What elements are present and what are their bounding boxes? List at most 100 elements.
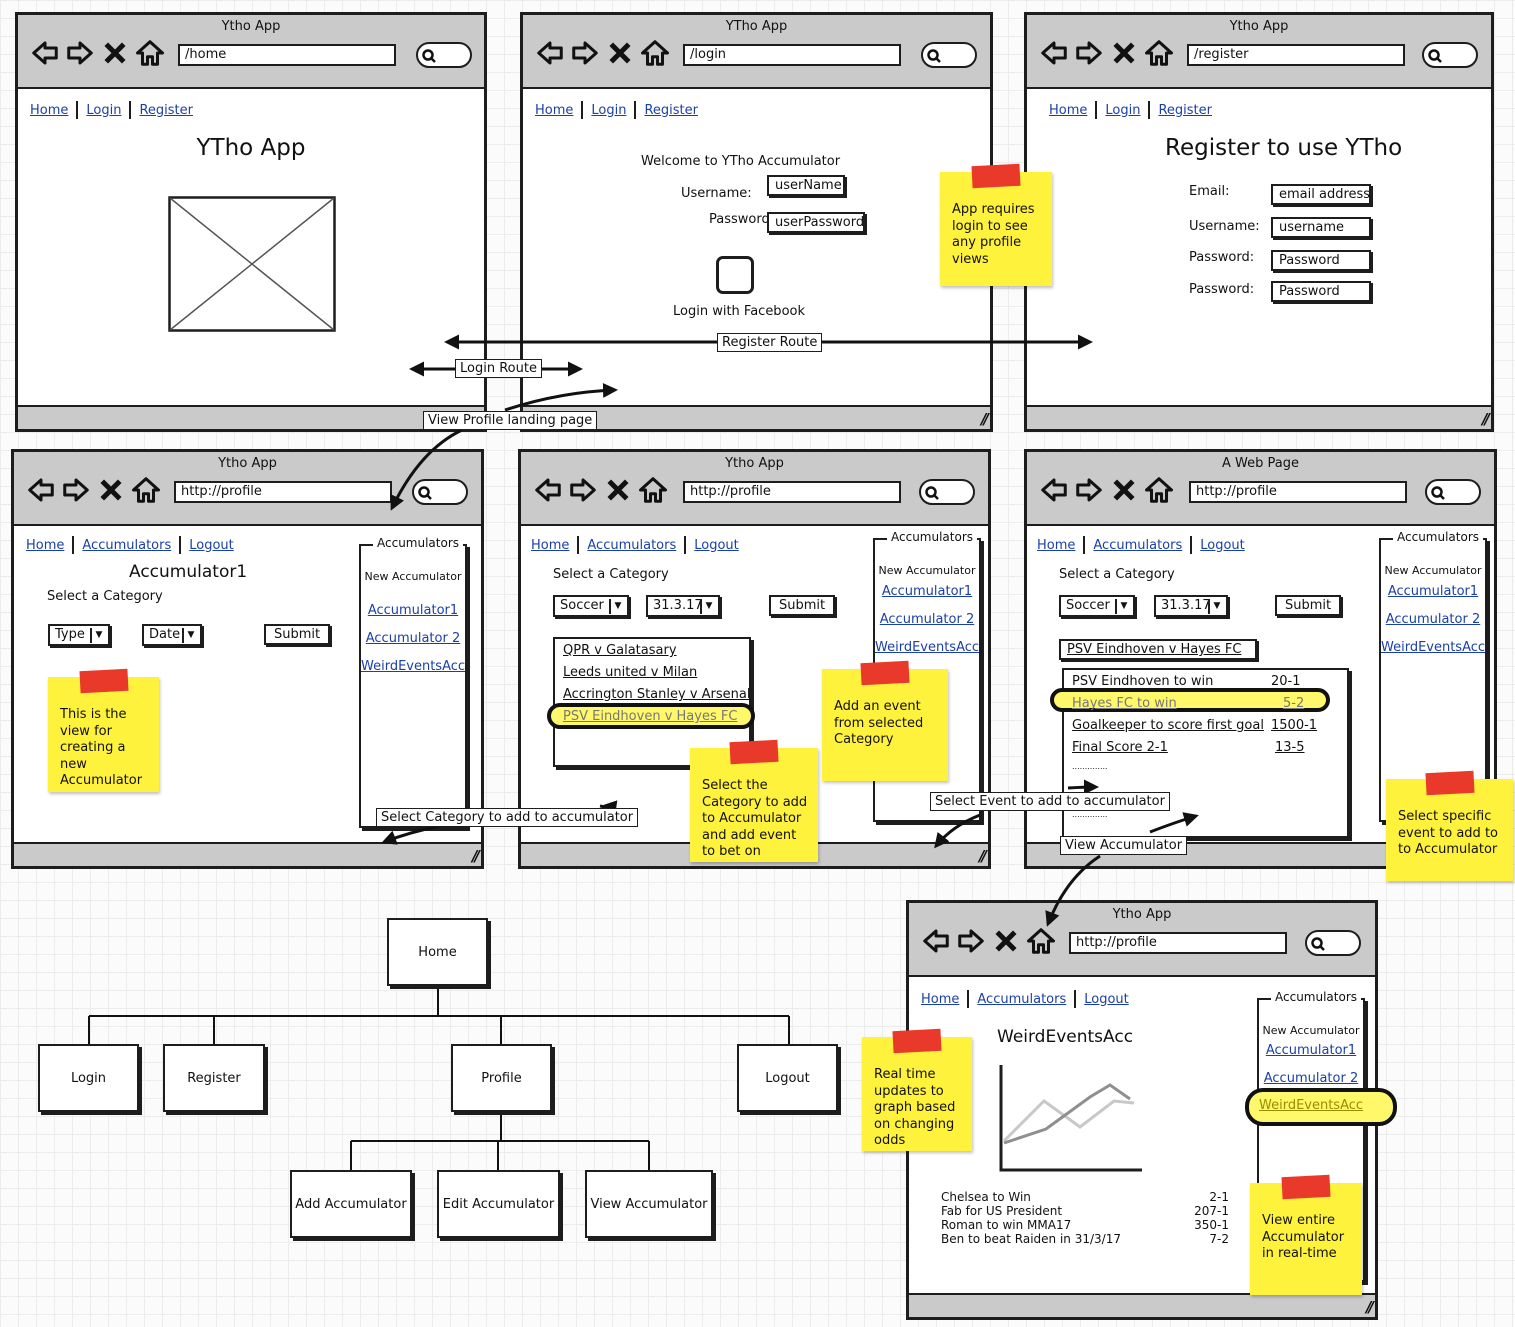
search-box[interactable]: [1305, 930, 1361, 956]
accumulator-link[interactable]: Accumulator1: [881, 584, 973, 599]
type-select[interactable]: Type▼: [48, 624, 110, 646]
nav-home-link[interactable]: Home: [26, 537, 65, 553]
resize-grip-icon[interactable]: //: [981, 410, 989, 428]
password-field[interactable]: Password: [1271, 250, 1371, 271]
submit-button[interactable]: Submit: [1275, 595, 1342, 616]
facebook-login-button[interactable]: [716, 256, 754, 294]
forward-icon[interactable]: [570, 39, 600, 67]
home-icon[interactable]: [640, 39, 670, 67]
category-select[interactable]: Soccer▼: [1059, 595, 1135, 617]
new-accumulator-link[interactable]: New Accumulator: [364, 570, 462, 583]
resize-grip-icon[interactable]: //: [472, 847, 480, 865]
back-icon[interactable]: [535, 39, 565, 67]
nav-accumulators-link[interactable]: Accumulators: [977, 991, 1067, 1007]
back-icon[interactable]: [26, 476, 56, 504]
home-icon[interactable]: [638, 476, 668, 504]
url-field[interactable]: /register: [1187, 44, 1405, 66]
stop-icon[interactable]: [100, 39, 130, 67]
url-field[interactable]: http://profile: [1069, 932, 1287, 954]
nav-accumulators-link[interactable]: Accumulators: [1093, 537, 1183, 553]
date-select[interactable]: 31.3.17▼: [1154, 595, 1228, 617]
stop-icon[interactable]: [605, 39, 635, 67]
forward-icon[interactable]: [65, 39, 95, 67]
forward-icon[interactable]: [956, 927, 986, 955]
stop-icon[interactable]: [96, 476, 126, 504]
nav-accumulators-link[interactable]: Accumulators: [82, 537, 172, 553]
accumulator-link[interactable]: WeirdEventsAcc: [875, 640, 980, 655]
forward-icon[interactable]: [61, 476, 91, 504]
date-select[interactable]: Date▼: [142, 624, 202, 646]
event-item[interactable]: Leeds united v Milan: [563, 665, 698, 680]
nav-login-link[interactable]: Login: [86, 102, 122, 118]
nav-register-link[interactable]: Register: [644, 102, 698, 118]
url-field[interactable]: http://profile: [683, 481, 901, 503]
back-icon[interactable]: [921, 927, 951, 955]
bet-item[interactable]: Goalkeeper to score first goal: [1072, 718, 1264, 733]
back-icon[interactable]: [30, 39, 60, 67]
accumulator-link[interactable]: Accumulator 2: [879, 612, 975, 627]
home-icon[interactable]: [1026, 927, 1056, 955]
nav-logout-link[interactable]: Logout: [1084, 991, 1129, 1007]
home-icon[interactable]: [1144, 39, 1174, 67]
search-box[interactable]: [1425, 479, 1481, 505]
nav-register-link[interactable]: Register: [1158, 102, 1212, 118]
new-accumulator-link[interactable]: New Accumulator: [878, 564, 976, 577]
event-item-selected[interactable]: PSV Eindhoven v Hayes FC: [563, 709, 738, 724]
nav-register-link[interactable]: Register: [139, 102, 193, 118]
accumulator-link[interactable]: Accumulator 2: [365, 631, 461, 646]
search-box[interactable]: [416, 42, 472, 68]
accumulator-link-selected[interactable]: WeirdEventsAcc: [1259, 1098, 1364, 1113]
stop-icon[interactable]: [991, 927, 1021, 955]
accumulator-link[interactable]: Accumulator1: [1387, 584, 1479, 599]
url-field[interactable]: http://profile: [1189, 481, 1407, 503]
password-field[interactable]: userPassword: [767, 212, 865, 233]
stop-icon[interactable]: [603, 476, 633, 504]
resize-grip-icon[interactable]: //: [979, 847, 987, 865]
forward-icon[interactable]: [1074, 476, 1104, 504]
nav-logout-link[interactable]: Logout: [694, 537, 739, 553]
event-item[interactable]: Accrington Stanley v Arsenal: [563, 687, 751, 702]
category-select[interactable]: Soccer▼: [553, 595, 629, 617]
back-icon[interactable]: [533, 476, 563, 504]
bet-item[interactable]: Final Score 2-1: [1072, 740, 1168, 755]
bet-item[interactable]: PSV Eindhoven to win: [1072, 674, 1214, 689]
forward-icon[interactable]: [1074, 39, 1104, 67]
back-icon[interactable]: [1039, 39, 1069, 67]
selected-event-field[interactable]: PSV Eindhoven v Hayes FC: [1059, 639, 1257, 660]
event-item[interactable]: QPR v Galatasary: [563, 643, 677, 658]
submit-button[interactable]: Submit: [769, 595, 836, 616]
password-confirm-field[interactable]: Password: [1271, 281, 1371, 302]
nav-home-link[interactable]: Home: [921, 991, 960, 1007]
search-box[interactable]: [1422, 42, 1478, 68]
url-field[interactable]: /home: [178, 44, 396, 66]
forward-icon[interactable]: [568, 476, 598, 504]
search-box[interactable]: [919, 479, 975, 505]
bet-item-selected[interactable]: Hayes FC to win: [1072, 696, 1177, 711]
search-box[interactable]: [921, 42, 977, 68]
url-field[interactable]: http://profile: [174, 481, 392, 503]
accumulator-link[interactable]: Accumulator1: [367, 603, 459, 618]
nav-logout-link[interactable]: Logout: [189, 537, 234, 553]
email-field[interactable]: email address: [1271, 184, 1371, 205]
url-field[interactable]: /login: [683, 44, 901, 66]
accumulator-link[interactable]: Accumulator1: [1265, 1043, 1357, 1058]
accumulator-link[interactable]: Accumulator 2: [1385, 612, 1481, 627]
resize-grip-icon[interactable]: //: [1482, 410, 1490, 428]
nav-accumulators-link[interactable]: Accumulators: [587, 537, 677, 553]
accumulator-link[interactable]: Accumulator 2: [1263, 1071, 1359, 1086]
nav-home-link[interactable]: Home: [1037, 537, 1076, 553]
username-field[interactable]: username: [1271, 217, 1371, 238]
submit-button[interactable]: Submit: [264, 624, 331, 645]
nav-login-link[interactable]: Login: [1105, 102, 1141, 118]
date-select[interactable]: 31.3.17▼: [646, 595, 720, 617]
stop-icon[interactable]: [1109, 39, 1139, 67]
back-icon[interactable]: [1039, 476, 1069, 504]
nav-login-link[interactable]: Login: [591, 102, 627, 118]
home-icon[interactable]: [131, 476, 161, 504]
nav-logout-link[interactable]: Logout: [1200, 537, 1245, 553]
home-icon[interactable]: [1144, 476, 1174, 504]
resize-grip-icon[interactable]: //: [1366, 1298, 1374, 1316]
username-field[interactable]: userName: [767, 175, 845, 196]
new-accumulator-link[interactable]: New Accumulator: [1262, 1024, 1360, 1037]
accumulator-link[interactable]: WeirdEventsAcc: [1381, 640, 1486, 655]
